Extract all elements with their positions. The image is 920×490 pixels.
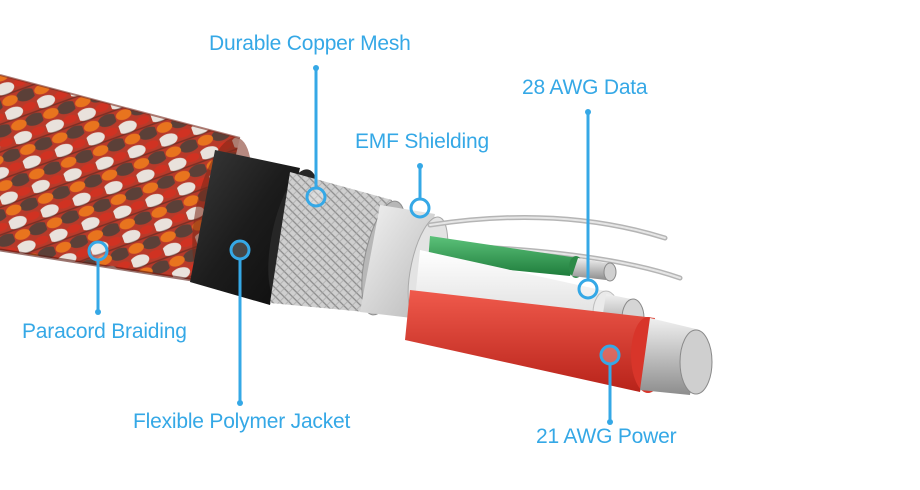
label-emf-shielding: EMF Shielding bbox=[355, 130, 489, 153]
callout-pointers bbox=[87, 65, 621, 425]
pointer-data-wire bbox=[577, 109, 599, 300]
pointer-paracord bbox=[87, 240, 109, 315]
label-copper-mesh: Durable Copper Mesh bbox=[209, 32, 411, 55]
label-polymer-jacket: Flexible Polymer Jacket bbox=[133, 410, 351, 433]
pointer-polymer-jacket bbox=[229, 239, 251, 406]
pointer-power-wire bbox=[599, 344, 621, 425]
label-data-wire: 28 AWG Data bbox=[522, 76, 648, 99]
pointer-emf-shielding bbox=[409, 163, 431, 219]
red-power-wire bbox=[405, 290, 713, 395]
label-power-wire: 21 AWG Power bbox=[536, 425, 677, 448]
green-data-wire bbox=[428, 236, 617, 282]
pointer-copper-mesh bbox=[305, 65, 327, 208]
label-paracord: Paracord Braiding bbox=[22, 320, 187, 343]
